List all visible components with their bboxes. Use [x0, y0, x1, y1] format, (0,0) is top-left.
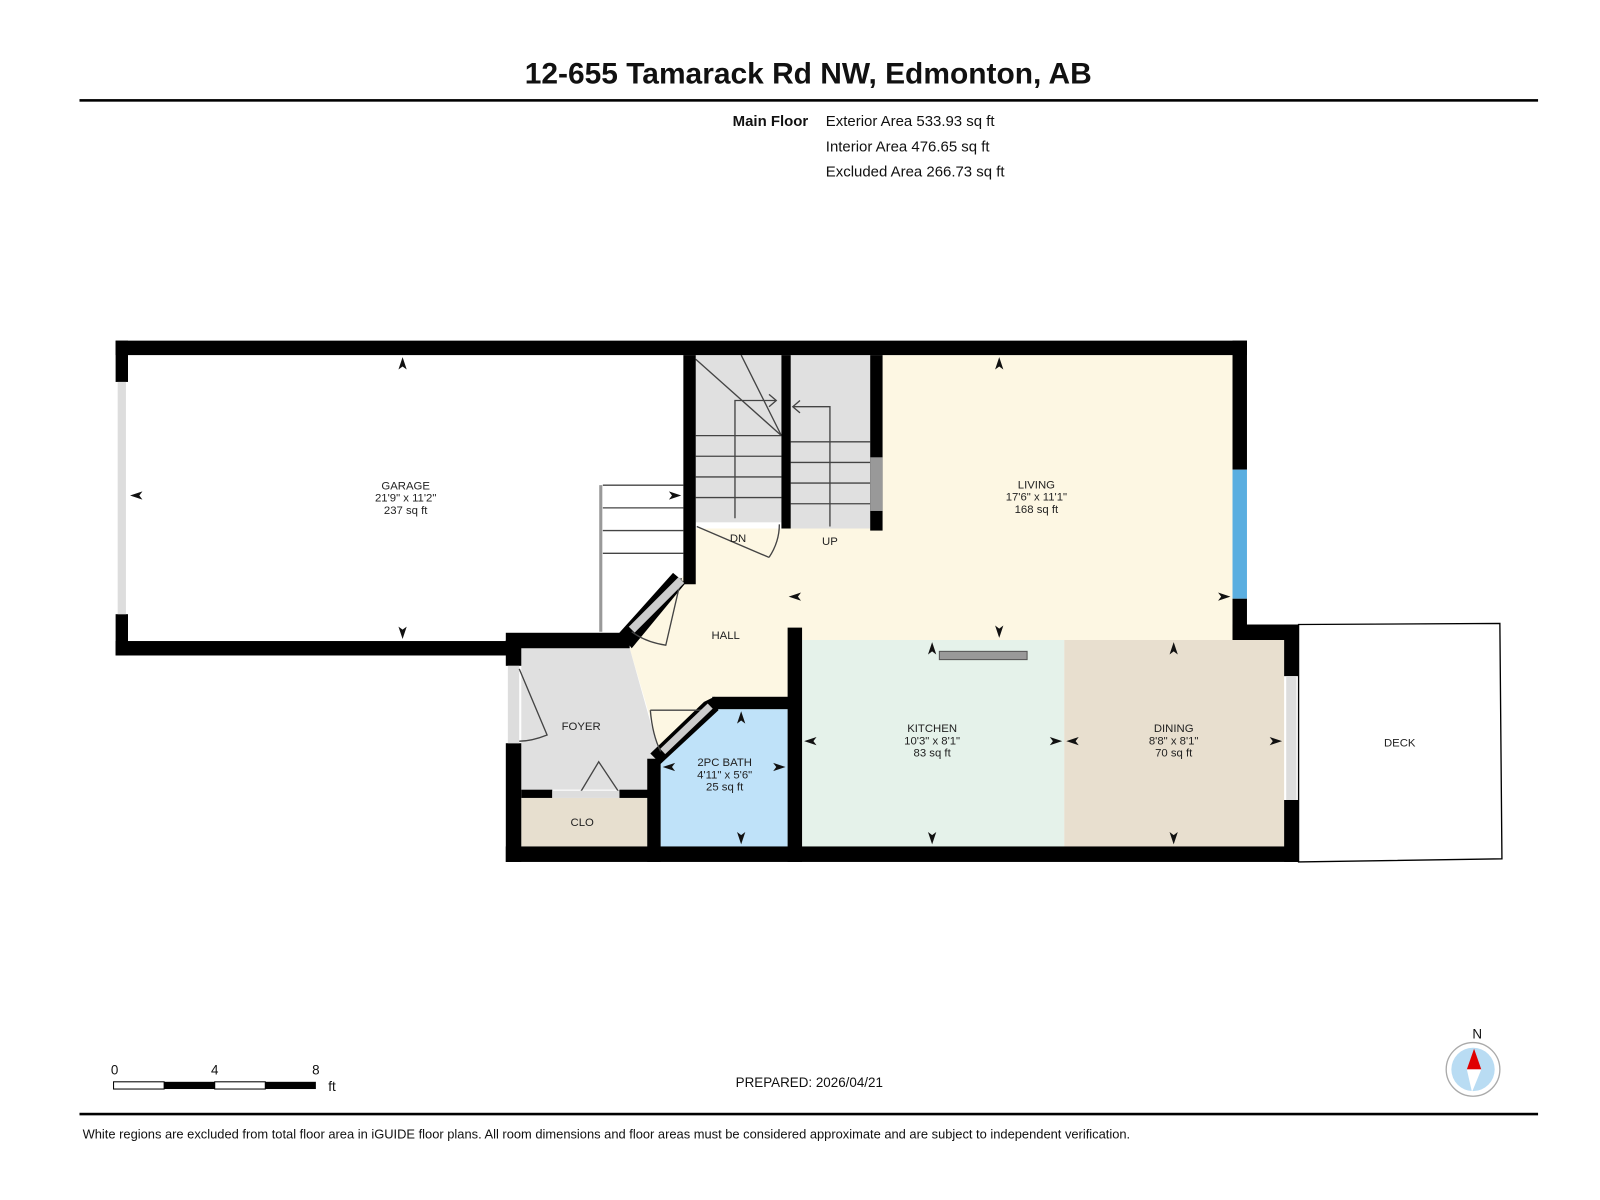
closet-fill: [521, 797, 648, 847]
room-name: KITCHEN: [907, 723, 957, 735]
room-bath: 2PC BATH 4'11" x 5'6" 25 sq ft: [697, 757, 752, 794]
room-closet: CLO: [571, 817, 595, 829]
dining-fill: [1064, 640, 1285, 847]
room-kitchen: KITCHEN 10'3" x 8'1" 83 sq ft: [904, 723, 960, 760]
room-living: LIVING 17'6" x 11'1" 168 sq ft: [1006, 479, 1067, 516]
room-dims: 8'8" x 8'1": [1149, 735, 1199, 747]
stairs-down-label: DN: [730, 533, 746, 545]
scale-bar: 0 4 8 ft: [111, 1063, 336, 1095]
footer-rule: [79, 1112, 1539, 1116]
dimension-arrows: [130, 357, 1283, 845]
room-area: 168 sq ft: [1015, 504, 1059, 516]
room-hall: HALL: [711, 630, 739, 642]
room-area: 70 sq ft: [1155, 748, 1193, 760]
north-arrow-compass-icon: N: [1445, 1026, 1501, 1097]
stair-treads: [695, 354, 871, 559]
room-dims: 17'6" x 11'1": [1006, 492, 1067, 504]
room-dims: 21'9" x 11'2": [375, 493, 436, 505]
room-name: LIVING: [1018, 479, 1055, 491]
room-garage: GARAGE 21'9" x 11'2" 237 sq ft: [375, 480, 436, 517]
foyer-fill: [521, 648, 661, 790]
room-name: GARAGE: [381, 480, 430, 492]
disclaimer: White regions are excluded from total fl…: [83, 1127, 1131, 1142]
room-dining: DINING 8'8" x 8'1" 70 sq ft: [1149, 723, 1199, 760]
room-area: 83 sq ft: [914, 748, 952, 760]
floor-label: Main Floor: [733, 113, 809, 130]
compass-label: N: [1472, 1026, 1482, 1041]
room-name: DINING: [1154, 723, 1194, 735]
deck: [1297, 622, 1503, 863]
room-area: 237 sq ft: [384, 505, 428, 517]
room-area: 25 sq ft: [706, 782, 744, 794]
scale-unit: ft: [328, 1079, 336, 1094]
scale-tick: 4: [211, 1063, 219, 1078]
living-hall-fill: [629, 355, 1233, 754]
bath-fill: [660, 709, 788, 847]
scale-tick: 0: [111, 1063, 118, 1078]
room-dims: 10'3" x 8'1": [904, 735, 960, 747]
stairs-up-label: UP: [822, 536, 838, 548]
prepared-date: PREPARED: 2026/04/21: [736, 1075, 883, 1090]
doors: [518, 577, 713, 798]
room-name: 2PC BATH: [697, 757, 752, 769]
room-foyer: FOYER: [562, 721, 601, 733]
stairs-down-fill: [695, 355, 782, 523]
scale-tick: 8: [312, 1063, 319, 1078]
garage-steps: [599, 484, 684, 632]
room-deck: DECK: [1384, 737, 1416, 749]
room-dims: 4'11" x 5'6": [697, 769, 752, 781]
page-title: 12-655 Tamarack Rd NW, Edmonton, AB: [525, 58, 1092, 91]
header-rule: [79, 99, 1539, 102]
interior-area: Interior Area 476.65 sq ft: [826, 139, 991, 156]
excluded-area: Excluded Area 266.73 sq ft: [826, 164, 1006, 181]
exterior-area: Exterior Area 533.93 sq ft: [826, 113, 996, 130]
kitchen-fill: [802, 640, 1065, 847]
floor-plan: GARAGE 21'9" x 11'2" 237 sq ft LIVING 17…: [115, 340, 1503, 863]
